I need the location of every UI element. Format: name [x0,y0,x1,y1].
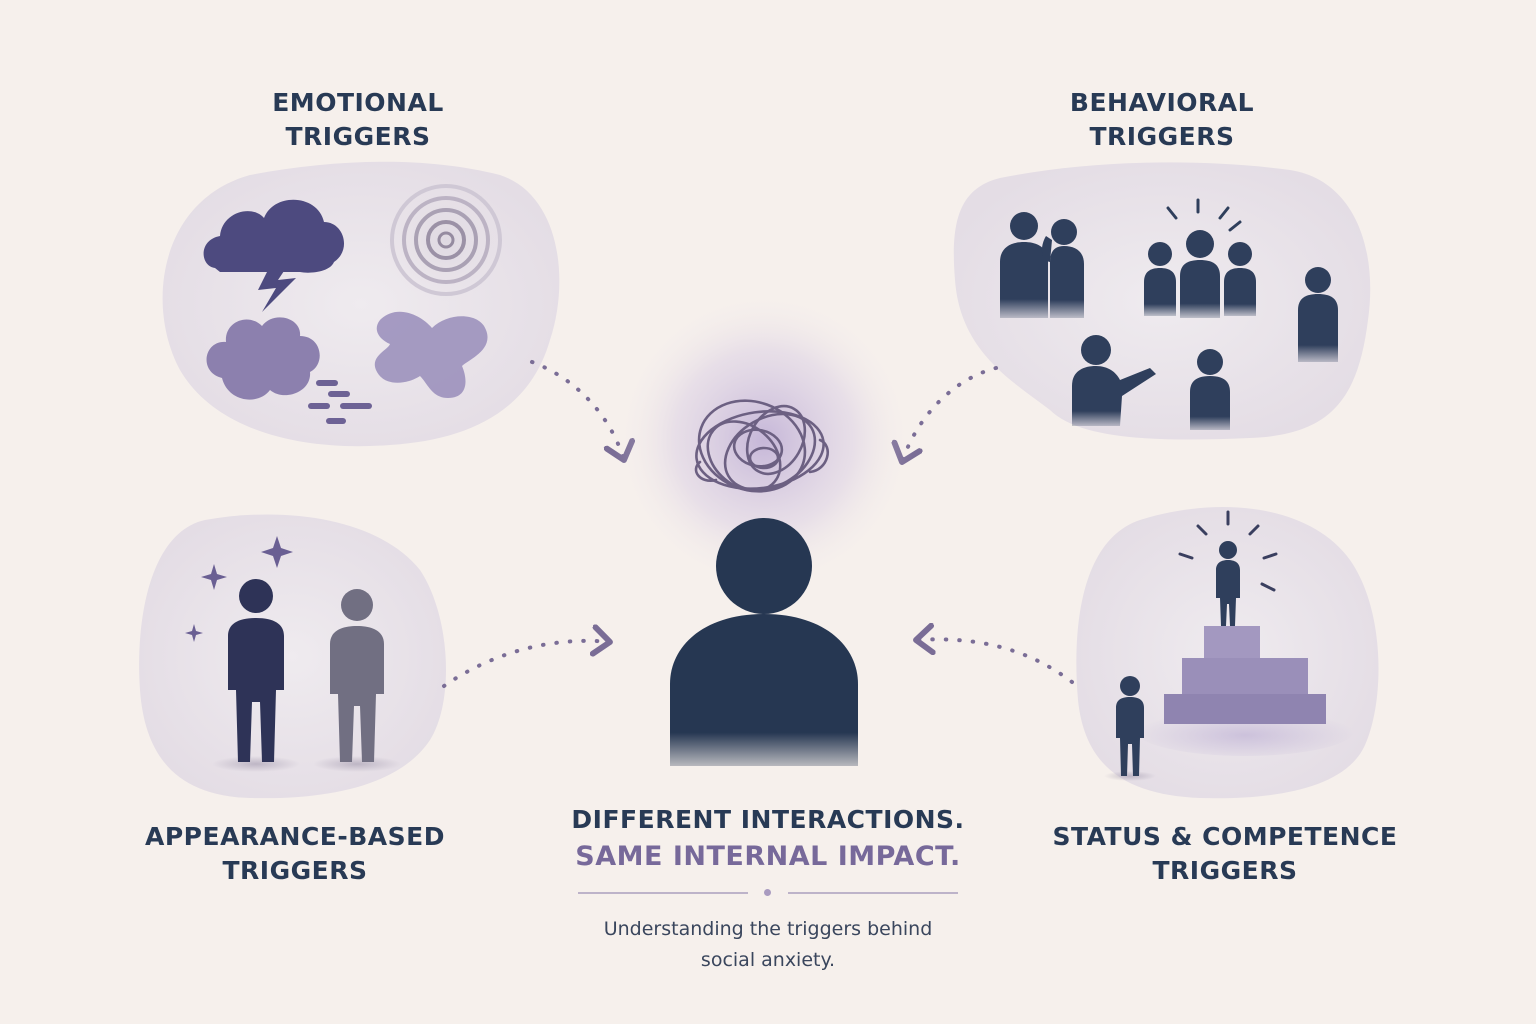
label-emotional-line1: EMOTIONAL [272,88,444,117]
label-status-line2: TRIGGERS [1152,856,1298,885]
headline-line1: DIFFERENT INTERACTIONS. [571,805,965,834]
comparing-people-icon [212,579,401,772]
podium-icon [1135,510,1355,756]
arrow-emotional [530,360,624,460]
anxious-person-icon [670,518,858,766]
status-bubble [1076,507,1379,799]
subtitle-line1: Understanding the triggers behind [603,918,933,940]
spotlight-group-icon [1144,198,1256,318]
label-emotional-triggers: EMOTIONAL TRIGGERS [208,86,508,154]
arrow-appearance [442,641,610,688]
tangled-thoughts-icon [694,399,830,493]
whispering-people-icon [1000,212,1084,318]
cloud-blob-icon [206,317,372,424]
sparkles-icon [185,536,293,642]
divider-line-right [788,892,958,894]
center-figure [614,290,914,766]
label-status-line1: STATUS & COMPETENCE [1052,822,1398,851]
label-behavioral-line1: BEHAVIORAL [1069,88,1255,117]
label-behavioral-line2: TRIGGERS [1089,122,1235,151]
headline-line2: SAME INTERNAL IMPACT. [575,841,961,872]
storm-cloud-icon [203,199,345,312]
caption-divider [578,884,958,902]
label-behavioral-triggers: BEHAVIORAL TRIGGERS [1012,86,1312,154]
divider-dot [764,889,771,896]
label-appearance-line2: TRIGGERS [222,856,368,885]
label-emotional-line2: TRIGGERS [285,122,431,151]
behavioral-bubble [953,162,1371,440]
lone-person-icon [1298,267,1338,362]
label-appearance-triggers: APPEARANCE-BASED TRIGGERS [120,820,470,888]
divider-line-left [578,892,748,894]
appearance-bubble [139,514,447,799]
subtitle-line2: social anxiety. [700,949,836,971]
label-status-triggers: STATUS & COMPETENCE TRIGGERS [1040,820,1410,888]
arrow-status [916,639,1074,684]
ripple-icon [384,178,508,302]
emotional-bubble [162,161,560,447]
small-person-icon [1104,676,1156,781]
pointing-person-icon [1072,335,1230,430]
label-appearance-line1: APPEARANCE-BASED [145,822,445,851]
center-caption: DIFFERENT INTERACTIONS. SAME INTERNAL IM… [520,802,1016,976]
splat-blob-icon [374,311,488,398]
arrow-behavioral [902,366,998,462]
subtitle: Understanding the triggers behind social… [520,914,1016,976]
